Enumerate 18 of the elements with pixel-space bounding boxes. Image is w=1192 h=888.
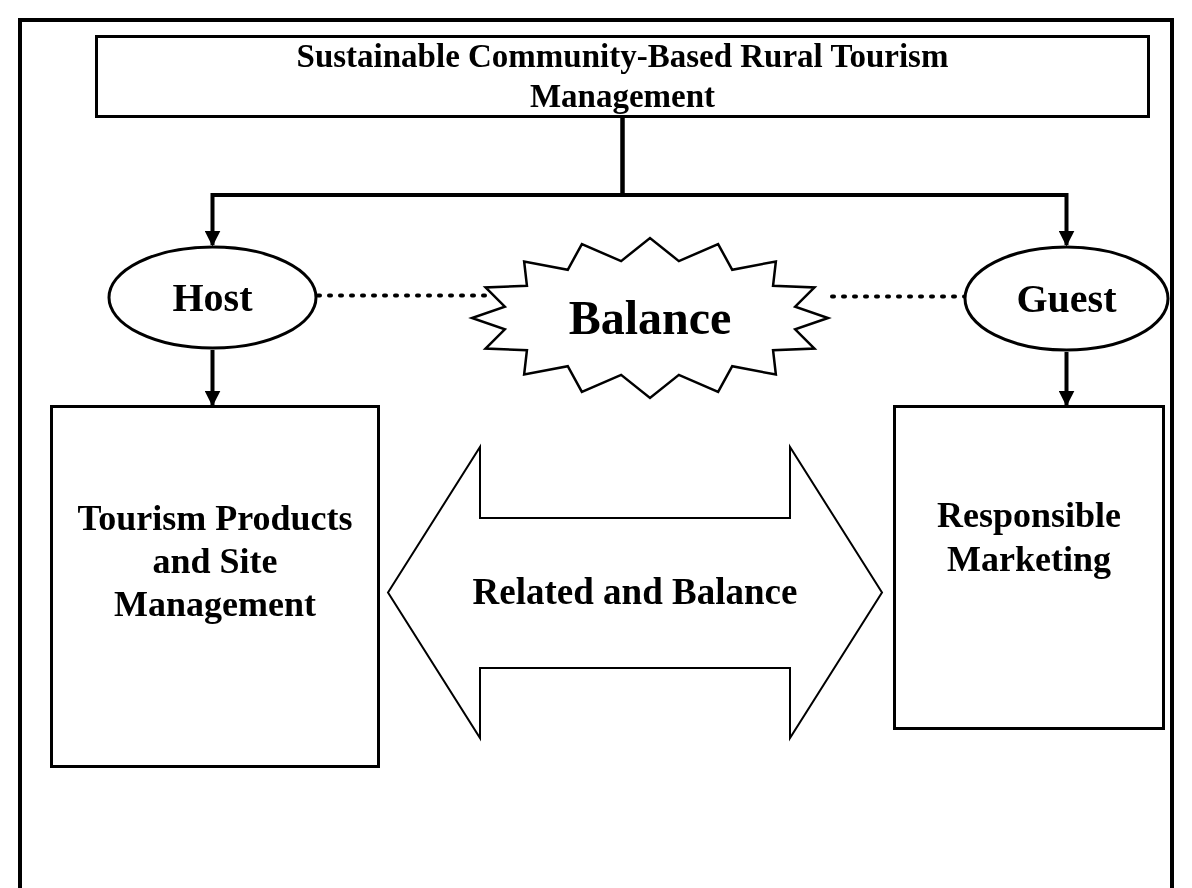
title-box <box>95 35 1150 118</box>
dotted-line <box>316 293 490 298</box>
double-arrow-shape <box>385 445 885 740</box>
host-ellipse <box>107 245 318 350</box>
arrow <box>1058 352 1075 407</box>
node-label: Host <box>172 273 253 322</box>
node-label: Sustainable Community-Based Rural Tourism Management <box>295 36 950 116</box>
guest-ellipse <box>963 245 1170 352</box>
process-box <box>893 405 1165 730</box>
process-box <box>50 405 380 768</box>
node-label: Tourism Products and Site Management <box>76 496 354 627</box>
star-shape <box>470 236 830 400</box>
node-label: Guest <box>1016 274 1117 323</box>
node-label: Related and Balance <box>472 570 798 615</box>
node-label: Balance <box>568 290 732 347</box>
arrow <box>204 350 221 407</box>
node-label: Responsible Marketing <box>935 494 1122 581</box>
arrow <box>620 118 1075 247</box>
